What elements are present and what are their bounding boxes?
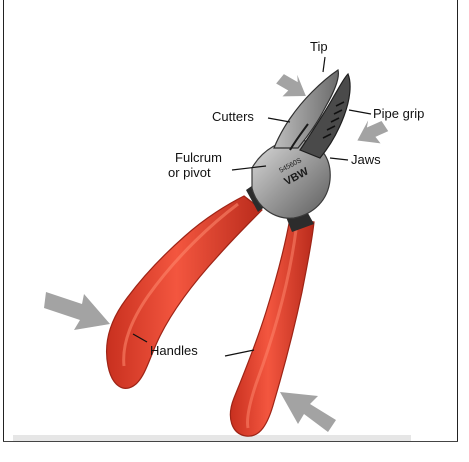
left-handle (107, 196, 262, 388)
label-cutters: Cutters (212, 110, 254, 124)
label-fulcrum-line2: or pivot (168, 166, 211, 180)
label-fulcrum-line1: Fulcrum (175, 151, 222, 165)
label-jaws: Jaws (351, 153, 381, 167)
arrow-icon (280, 392, 336, 432)
label-handles: Handles (150, 344, 198, 358)
arrow-icon (44, 292, 110, 330)
label-pipe-grip: Pipe grip (373, 107, 424, 121)
label-tip: Tip (310, 40, 328, 54)
